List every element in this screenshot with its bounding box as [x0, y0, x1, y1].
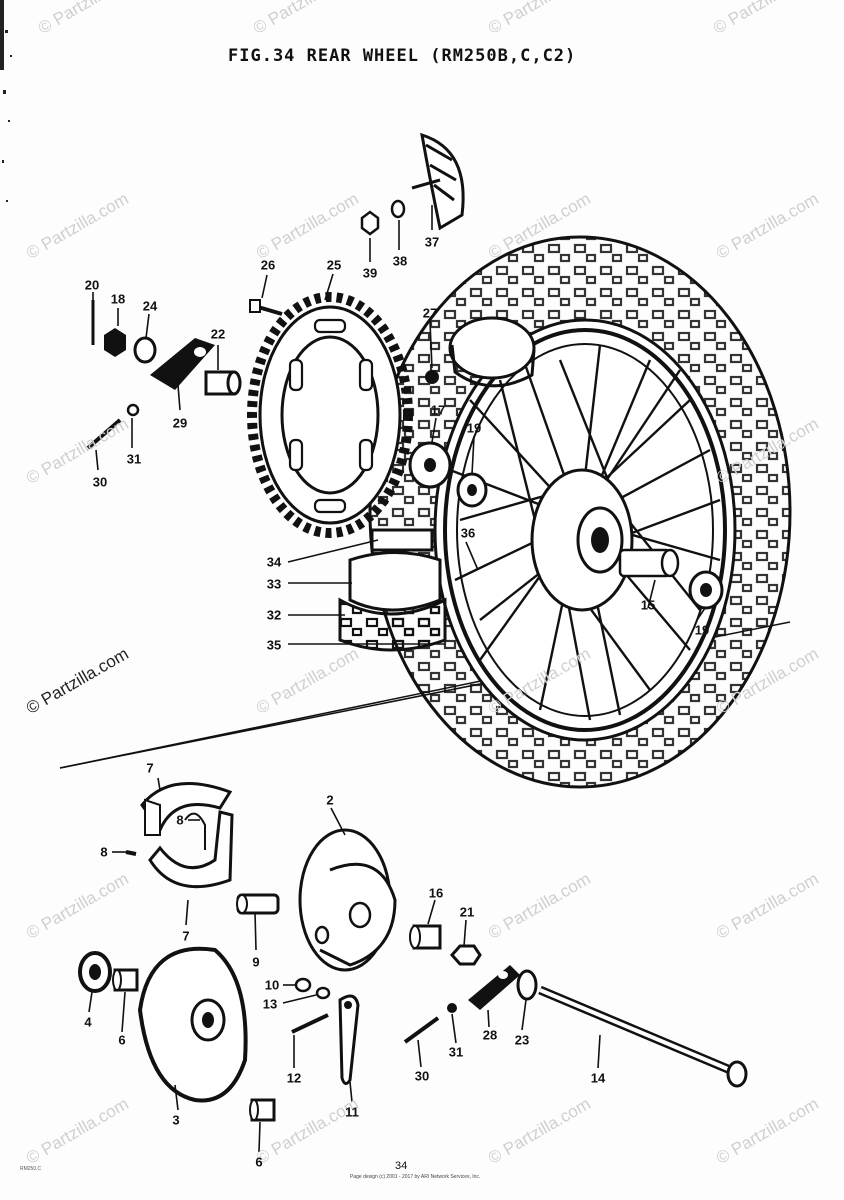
part-number-6[interactable]: 6	[255, 1154, 263, 1170]
axle-nut	[449, 944, 482, 966]
shoe-spring	[125, 850, 137, 856]
sprocket-nut	[425, 370, 439, 384]
footer-note: Page design (c) 2001 - 2017 by ARI Netwo…	[350, 1174, 481, 1180]
part-number-21[interactable]: 21	[459, 904, 475, 920]
part-number-19[interactable]: 19	[694, 622, 710, 638]
part-number-25[interactable]: 25	[326, 257, 342, 273]
part-number-34[interactable]: 34	[266, 554, 282, 570]
part-number-29[interactable]: 29	[172, 415, 188, 431]
part-number-7[interactable]: 7	[146, 760, 154, 776]
part-number-16[interactable]: 16	[428, 885, 444, 901]
sprocket-guard	[411, 132, 465, 231]
bearing-spacer	[112, 968, 139, 992]
rim-band	[448, 316, 536, 388]
part-number-33[interactable]: 33	[266, 576, 282, 592]
leader-lines	[88, 205, 706, 1153]
axle-nut	[104, 328, 126, 357]
wheel-hub	[530, 468, 680, 612]
part-number-39[interactable]: 39	[362, 265, 378, 281]
adjuster-bolt	[86, 418, 122, 450]
part-number-31[interactable]: 31	[448, 1044, 464, 1060]
sprocket-bolt	[249, 299, 283, 316]
part-number-35[interactable]: 35	[266, 637, 282, 653]
brake-arm	[338, 994, 360, 1085]
corner-code: RM250.C	[20, 1166, 42, 1172]
part-number-24[interactable]: 24	[142, 298, 158, 314]
inner-tube	[338, 528, 447, 652]
spacer	[204, 370, 242, 396]
adjuster-nut	[126, 403, 140, 417]
part-number-37[interactable]: 37	[424, 234, 440, 250]
part-number-22[interactable]: 22	[210, 326, 226, 342]
guard-washer	[390, 199, 406, 219]
part-number-20[interactable]: 20	[84, 277, 100, 293]
wheel-rim	[443, 328, 727, 732]
guard-nut	[360, 210, 380, 236]
part-number-32[interactable]: 32	[266, 607, 282, 623]
part-number-17[interactable]: 17	[430, 402, 446, 418]
hub-cover	[137, 946, 248, 1103]
part-number-23[interactable]: 23	[514, 1032, 530, 1048]
part-number-13[interactable]: 13	[262, 996, 278, 1012]
brake-shoes	[140, 782, 234, 889]
rear-sprocket	[247, 292, 413, 538]
part-number-12[interactable]: 12	[286, 1070, 302, 1086]
part-number-28[interactable]: 28	[482, 1027, 498, 1043]
arm-bolt	[291, 1013, 329, 1034]
part-number-8[interactable]: 8	[176, 812, 184, 828]
page-number: 34	[395, 1160, 408, 1172]
bearing	[688, 570, 724, 610]
part-number-27[interactable]: 27	[422, 305, 438, 321]
brake-panel	[298, 828, 397, 972]
part-number-36[interactable]: 36	[460, 525, 476, 541]
scan-noise	[0, 0, 12, 202]
bearing-spacer	[249, 1098, 276, 1122]
adjuster-bolt	[403, 1016, 440, 1044]
part-number-30[interactable]: 30	[92, 474, 108, 490]
washer	[133, 336, 157, 364]
part-number-2[interactable]: 2	[326, 792, 334, 808]
axle-washer	[516, 969, 538, 1001]
washer	[315, 986, 331, 1000]
part-number-18[interactable]: 18	[110, 291, 126, 307]
part-number-11[interactable]: 11	[345, 1104, 359, 1120]
part-number-4[interactable]: 4	[84, 1014, 92, 1030]
part-number-19[interactable]: 19	[466, 420, 482, 436]
part-number-26[interactable]: 26	[260, 257, 276, 273]
part-number-30[interactable]: 30	[414, 1068, 430, 1084]
part-number-9[interactable]: 9	[252, 954, 260, 970]
part-number-8[interactable]: 8	[100, 844, 108, 860]
figure-title: FIG.34 REAR WHEEL (RM250B,C,C2)	[228, 46, 577, 66]
part-number-10[interactable]: 10	[264, 977, 280, 993]
part-number-6[interactable]: 6	[118, 1032, 126, 1048]
part-number-14[interactable]: 14	[590, 1070, 606, 1086]
chain-adjuster	[468, 965, 520, 1010]
washer	[294, 977, 312, 993]
adjuster-nut	[447, 1003, 457, 1013]
part-number-15[interactable]: 15	[640, 597, 656, 613]
rear-axle	[538, 985, 748, 1088]
part-number-3[interactable]: 3	[172, 1112, 180, 1128]
part-number-31[interactable]: 31	[126, 451, 142, 467]
spacer	[409, 924, 442, 950]
part-number-38[interactable]: 38	[392, 253, 408, 269]
chain-adjuster	[150, 338, 215, 390]
part-number-7[interactable]: 7	[182, 928, 190, 944]
brake-cam	[236, 893, 280, 915]
